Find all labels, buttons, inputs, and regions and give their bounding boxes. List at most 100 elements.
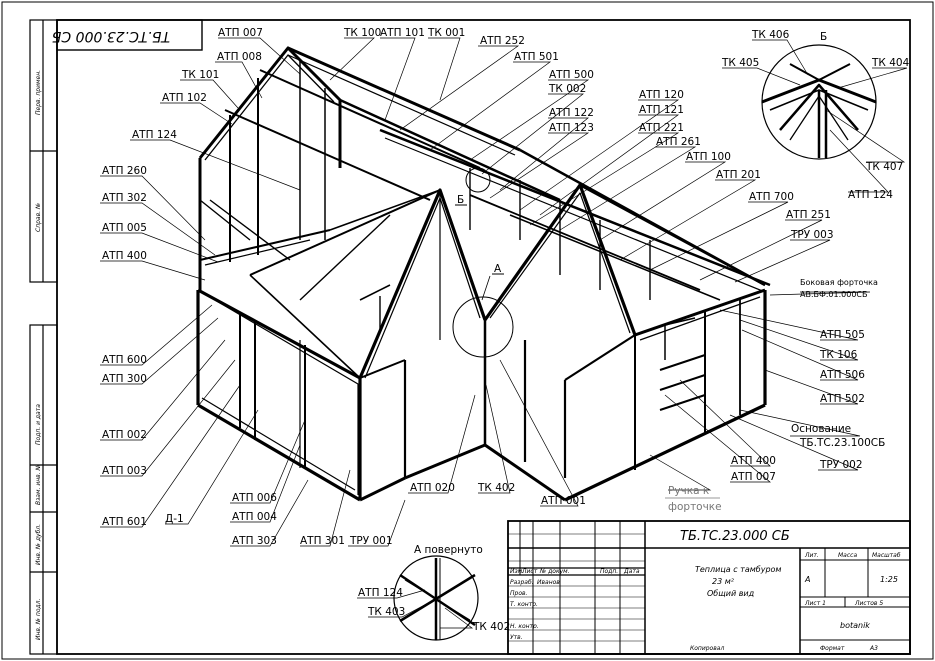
callout-atp501: АТП 501 [514, 51, 559, 63]
detail-a-circle [452, 296, 514, 358]
stamp-col-4: Дата [623, 568, 640, 575]
callout-d1: Д-1 [165, 513, 184, 525]
detail-b-tk405: ТК 405 [721, 57, 759, 69]
rotated-designation: ТБ.ТС.23.000 СБ [52, 28, 170, 44]
company-name: botanik [840, 621, 870, 630]
callout-atp300: АТП 300 [102, 373, 147, 385]
callout-atp020: АТП 020 [410, 482, 455, 494]
callout-atp506: АТП 506 [820, 369, 865, 381]
scale-value: 1:25 [880, 575, 898, 584]
callout-atp303: АТП 303 [232, 535, 277, 547]
callout-atp007-right: АТП 007 [731, 471, 776, 483]
callout-atp505: АТП 505 [820, 329, 865, 341]
callout-tk106: ТК 106 [819, 349, 858, 361]
callout-atp601: АТП 601 [102, 516, 147, 528]
callout-atp007: АТП 007 [218, 27, 263, 39]
detail-a-tk402: ТК 402 [472, 621, 510, 633]
callout-atp002: АТП 002 [102, 429, 147, 441]
callout-tk002: ТК 002 [548, 83, 586, 95]
left-callouts: АТП 007 АТП 008 ТК 101 АТП 102 АТП 124 А… [100, 27, 586, 547]
stamp-col-0: Изм. [510, 568, 524, 575]
callout-atp003: АТП 003 [102, 465, 147, 477]
stamp-designer: Иванов [537, 579, 560, 586]
copied-label: Копировал [690, 645, 724, 652]
callout-base: Основание [791, 423, 851, 435]
top-callouts: ТК 100 АТП 101 ТК 001 АТП 252 АТП 501 АТ… [329, 27, 834, 283]
callout-atp201: АТП 201 [716, 169, 761, 181]
side-label-1: Справ. № [35, 203, 42, 232]
detail-b-view: Б ТК 406 ТК 405 ТК 404 ТК 407 АТП 124 [721, 29, 910, 201]
callout-atp600: АТП 600 [102, 354, 147, 366]
callout-atp400: АТП 400 [102, 250, 147, 262]
scale-header: Масштаб [872, 552, 901, 559]
side-label-2: Подп. и дата [35, 404, 42, 445]
right-callouts: Боковая форточка АВ.БФ.01.000СБ АТП 505 … [649, 278, 885, 513]
sheet-number: Лист 1 [804, 600, 826, 607]
callout-atp502: АТП 502 [820, 393, 865, 405]
left-side-strips [29, 19, 58, 655]
detail-a-atp124: АТП 124 [358, 587, 403, 599]
callout-tk101: ТК 101 [181, 69, 219, 81]
title-line-2: 23 м² [712, 577, 735, 586]
callout-side-vent: Боковая форточка [800, 278, 878, 287]
detail-b-marker: Б [457, 194, 464, 206]
callout-side-vent-code: АВ.БФ.01.000СБ [800, 290, 868, 299]
format-value: А3 [869, 645, 878, 652]
side-label-3: Взам. инв. № [35, 464, 42, 505]
title-line-3: Общий вид [707, 589, 755, 598]
callout-atp121: АТП 121 [639, 104, 684, 116]
callout-atp004: АТП 004 [232, 511, 277, 523]
literal-value: А [804, 575, 810, 584]
stamp-col-2: № докум. [539, 568, 570, 575]
detail-b-title: Б [820, 31, 827, 43]
detail-b-circle [465, 167, 491, 193]
callout-atp123: АТП 123 [549, 122, 594, 134]
greenhouse-frame [196, 46, 771, 502]
callout-base-code: ТБ.ТС.23.100СБ [799, 437, 885, 449]
callout-tk001: ТК 001 [427, 27, 465, 39]
sheets-count: Листов 5 [854, 600, 883, 607]
callout-atp700: АТП 700 [749, 191, 794, 203]
callout-atp251: АТП 251 [786, 209, 831, 221]
callout-atp261: АТП 261 [656, 136, 701, 148]
note-vent-1: Ручка к [668, 485, 709, 497]
stamp-row-4: Утв. [510, 634, 523, 641]
callout-tru002: ТРУ 002 [819, 459, 863, 471]
stamp-col-3: Подп. [600, 568, 618, 575]
callout-atp005: АТП 005 [102, 222, 147, 234]
lit-header: Лит. [804, 552, 819, 559]
detail-b-atp124: АТП 124 [848, 189, 893, 201]
callout-atp101: АТП 101 [380, 27, 425, 39]
inner-frame [56, 19, 911, 655]
callout-tru001: ТРУ 001 [349, 535, 393, 547]
stamp-row-1: Пров. [510, 590, 528, 597]
callout-atp006: АТП 006 [232, 492, 277, 504]
stamp-row-3: Н. контр. [510, 623, 539, 630]
callout-atp260: АТП 260 [102, 165, 147, 177]
callout-atp124: АТП 124 [132, 129, 177, 141]
callout-atp302: АТП 302 [102, 192, 147, 204]
title-block-text: ТБ.ТС.23.000 СБ Теплица с тамбуром 23 м²… [510, 529, 901, 652]
stamp-col-1: Лист [521, 568, 538, 575]
callout-atp500: АТП 500 [549, 69, 594, 81]
callout-atp001: АТП 001 [541, 495, 586, 507]
title-designation: ТБ.ТС.23.000 СБ [680, 529, 790, 544]
callout-atp301: АТП 301 [300, 535, 345, 547]
callout-tk100: ТК 100 [343, 27, 381, 39]
side-label-6: Инв. № подл. [35, 599, 42, 640]
callout-atp400-right: АТП 400 [731, 455, 776, 467]
callout-atp221: АТП 221 [639, 122, 684, 134]
callout-atp102: АТП 102 [162, 92, 207, 104]
detail-a-view: А повернуто АТП 124 ТК 403 ТК 402 [357, 544, 510, 641]
stamp-row-0: Разраб. [510, 579, 534, 586]
side-label-0: Перв. примен. [35, 70, 42, 115]
callout-atp120: АТП 120 [639, 89, 684, 101]
title-line-1: Теплица с тамбуром [695, 565, 781, 574]
note-vent-2: форточке [668, 501, 722, 513]
detail-a-title: А повернуто [414, 544, 483, 556]
detail-b-tk407: ТК 407 [865, 161, 903, 173]
callout-atp008: АТП 008 [217, 51, 262, 63]
detail-a-marker: А [494, 263, 502, 275]
